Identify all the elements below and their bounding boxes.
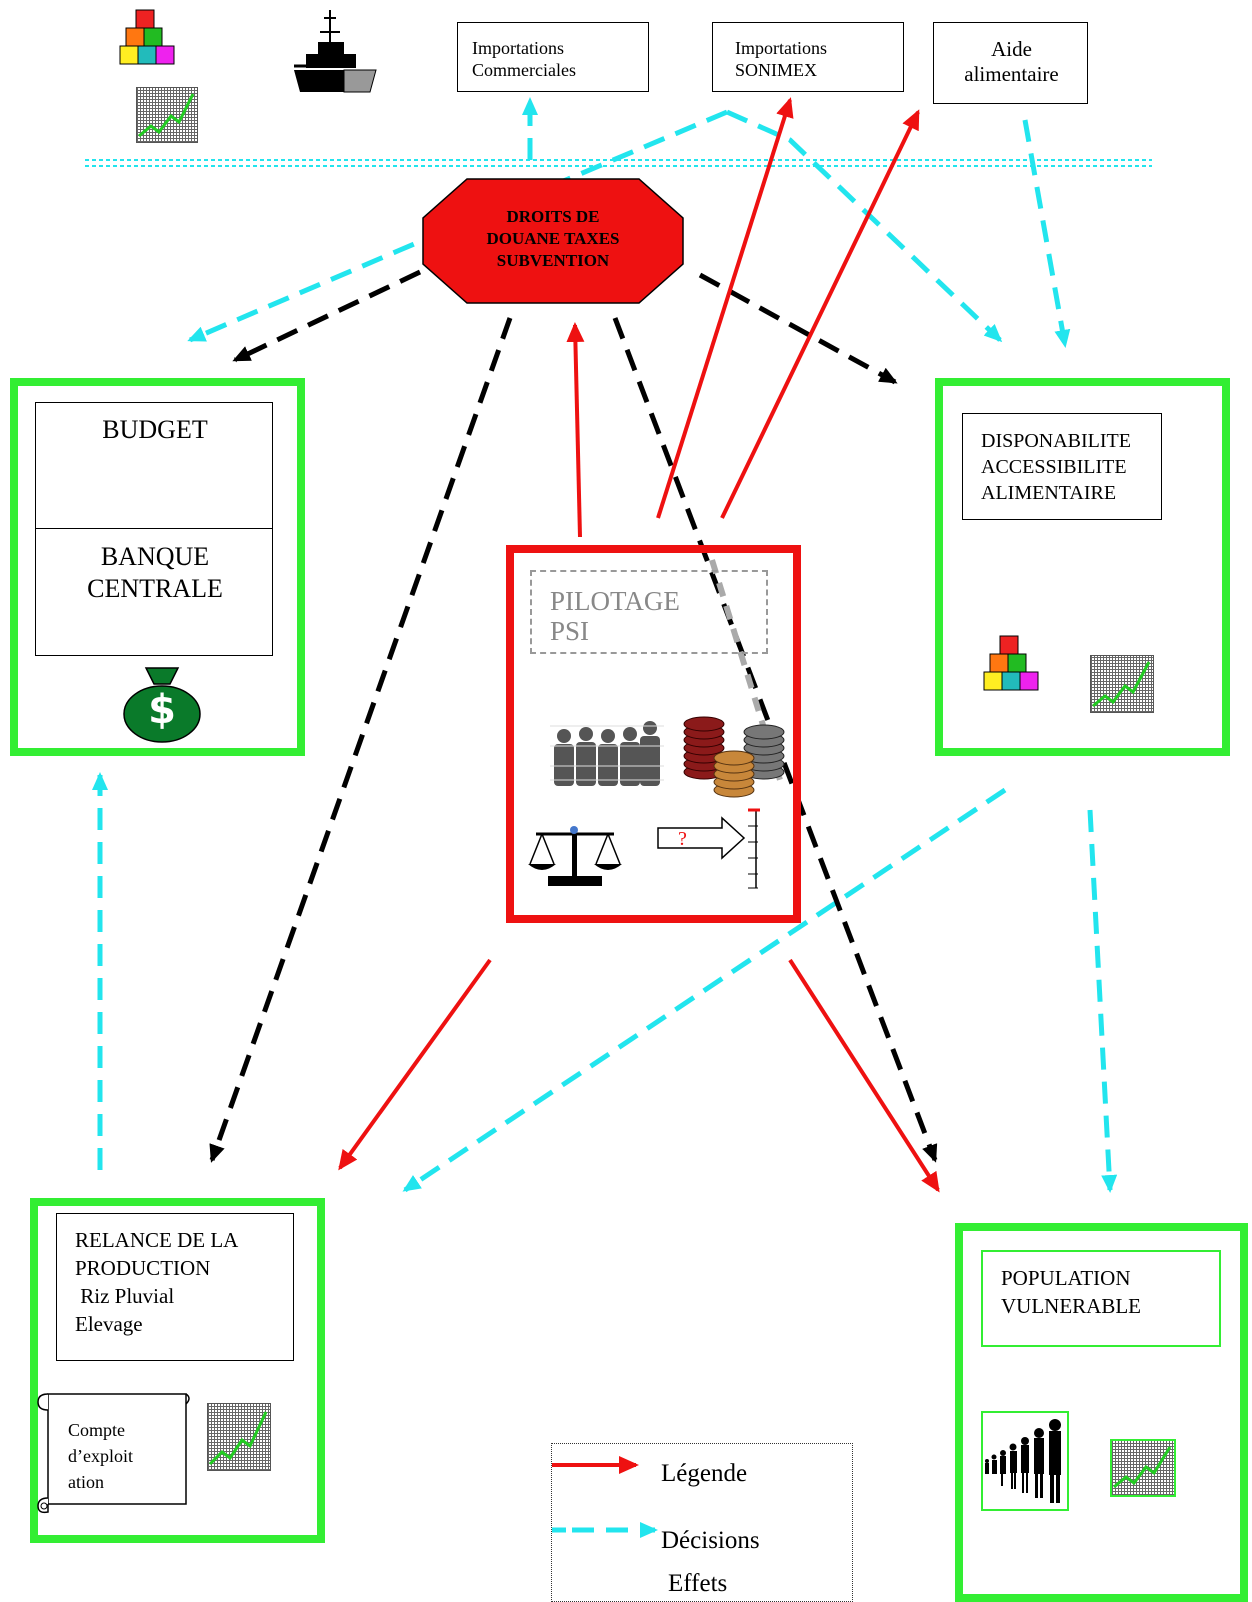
arrow-red-to-relance	[338, 958, 492, 1171]
arrow-cyan-sonimex-right	[725, 109, 1003, 343]
arrow-red-to-octagon	[566, 322, 585, 538]
arrow-cyan-aide	[1022, 119, 1071, 348]
scroll-text: Compte d’exploit ation	[68, 1420, 133, 1492]
pilotage-panel	[506, 545, 801, 923]
octagon-line2: DOUANE TAXES	[486, 229, 620, 248]
budget-panel	[10, 378, 305, 756]
legend-effets: Effets	[668, 1570, 728, 1597]
blocks-icon	[119, 9, 175, 65]
octagon-line1: DROITS DE	[506, 207, 600, 226]
arrow-red-to-sonimex	[656, 97, 794, 519]
people-queue-icon	[981, 1411, 1069, 1511]
pilotage-label-box: PILOTAGE PSI	[530, 570, 768, 654]
budget-text: BUDGET	[102, 415, 208, 444]
ship-icon	[294, 10, 377, 93]
banque-text: BANQUE CENTRALE	[87, 542, 223, 603]
banque-box: BANQUE CENTRALE	[35, 528, 273, 656]
importations-sonimex-box: Importations SONIMEX	[712, 22, 904, 92]
aide-alimentaire-box: Aide alimentaire	[933, 22, 1088, 104]
arrow-black-to-budget	[232, 269, 422, 363]
money-bag-dollar: $	[148, 687, 176, 733]
chart-icon	[136, 87, 198, 143]
importations-commerciales-box: Importations Commerciales	[457, 22, 649, 92]
budget-box: BUDGET	[35, 402, 273, 529]
chart-icon-relance	[207, 1403, 271, 1471]
customs-octagon	[422, 178, 684, 304]
octagon-line3: SUBVENTION	[496, 251, 610, 270]
chart-icon-dispo	[1090, 655, 1154, 713]
arrow-cyan-dispo-population	[1087, 809, 1118, 1193]
arrow-red-to-aide	[720, 109, 920, 519]
blocks-icon-dispo	[983, 635, 1039, 691]
relance-text: RELANCE DE LA PRODUCTION Riz Pluvial Ele…	[75, 1228, 239, 1336]
relance-panel	[30, 1198, 325, 1543]
importations-sonimex-text: Importations SONIMEX	[735, 38, 827, 80]
money-bag-icon	[123, 667, 201, 743]
chart-icon-population	[1110, 1439, 1176, 1497]
arrow-red-to-population	[788, 958, 940, 1193]
pilotage-text: PILOTAGE PSI	[550, 586, 680, 646]
border-line	[85, 159, 1152, 167]
scale-icon	[528, 826, 622, 886]
gauge-icon	[657, 808, 760, 889]
population-panel	[955, 1223, 1248, 1602]
importations-commerciales-text: Importations Commerciales	[472, 38, 576, 80]
population-text: POPULATION VULNERABLE	[1001, 1266, 1141, 1318]
arrow-black-to-dispo	[698, 272, 898, 385]
gauge-question: ?	[678, 828, 687, 850]
scroll-icon	[37, 1393, 190, 1514]
legend-decisions: Décisions	[661, 1527, 760, 1554]
legend-title: Légende	[661, 1460, 748, 1487]
population-box: POPULATION VULNERABLE	[981, 1250, 1221, 1347]
disponibilite-box: DISPONABILITE ACCESSIBILITE ALIMENTAIRE	[962, 413, 1162, 520]
relance-box: RELANCE DE LA PRODUCTION Riz Pluvial Ele…	[56, 1213, 294, 1361]
people-icon	[550, 716, 664, 786]
disponibilite-panel	[935, 378, 1230, 756]
disponibilite-text: DISPONABILITE ACCESSIBILITE ALIMENTAIRE	[981, 430, 1131, 504]
aide-alimentaire-text: Aide alimentaire	[964, 37, 1059, 86]
coins-icon	[683, 716, 785, 798]
